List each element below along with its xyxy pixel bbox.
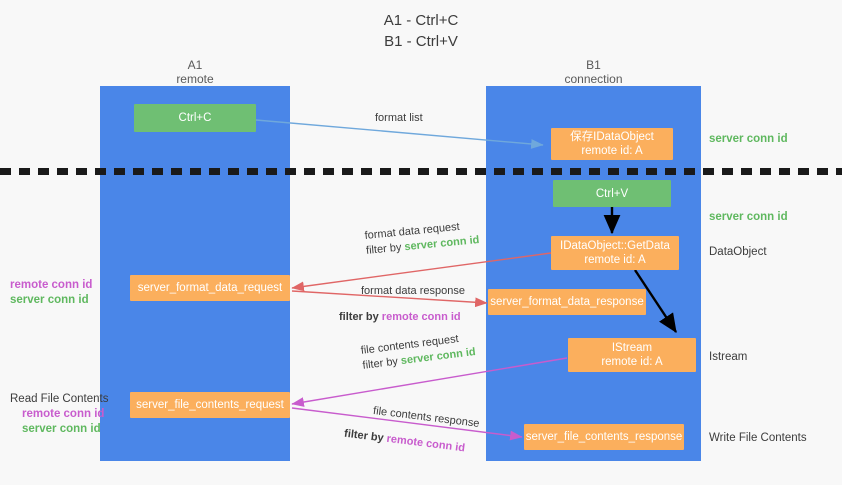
filter-key-remote-conn-id: remote conn id [381,311,461,323]
right-label-server-conn-id-mid: server conn id [709,210,788,225]
label-format-list: format list [375,111,423,126]
label-file-contents-response-text: file contents response [372,404,481,430]
label-file-contents-request: file contents request filter by server c… [360,330,477,374]
left-label-remote-conn-id-2: remote conn id [22,408,105,420]
box-save-idataobject[interactable]: 保存IDataObject remote id: A [551,128,673,160]
box-save-idataobject-line2: remote id: A [581,145,643,157]
title-line-2: B1 - Ctrl+V [384,33,458,50]
label-file-contents-response: file contents response filter by remote … [343,404,481,458]
box-idataobject-getdata[interactable]: IDataObject::GetData remote id: A [551,236,679,270]
box-server-format-data-request-label: server_format_data_request [137,282,283,294]
lane-header-a1: A1 remote [100,58,290,86]
box-getdata-line2: remote id: A [584,254,646,266]
label-file-contents-response-filter: filter by remote conn id [343,427,477,458]
box-istream-line1: IStream [611,342,653,354]
label-format-data-response-filter: filter by remote conn id [339,310,465,325]
box-istream[interactable]: IStream remote id: A [568,338,696,372]
right-label-istream-text: Istream [709,351,748,363]
right-label-server-conn-id-top: server conn id [709,132,788,147]
box-istream-line2: remote id: A [601,356,663,368]
right-label-write-file-contents-text: Write File Contents [709,432,807,444]
label-format-list-text: format list [375,112,423,124]
right-label-dataobject-text: DataObject [709,246,767,258]
right-label-server-conn-id-top-text: server conn id [709,133,788,145]
lane-b1-sub: connection [564,72,623,86]
box-ctrl-c[interactable]: Ctrl+C [134,104,256,132]
box-server-file-contents-response-label: server_file_contents_response [525,431,683,443]
lane-a1-sub: remote [176,72,214,86]
label-format-data-response-text: format data response [361,285,465,297]
left-label-server-conn-id-2: server conn id [22,423,101,435]
filter-prefix: filter by [343,427,388,445]
filter-key-remote-conn-id: remote conn id [385,432,466,455]
lane-header-b1: B1 connection [486,58,701,86]
right-label-dataobject: DataObject [709,245,767,260]
right-label-server-conn-id-mid-text: server conn id [709,211,788,223]
title-line-1: A1 - Ctrl+C [383,12,459,29]
box-ctrl-c-label: Ctrl+C [178,112,212,124]
left-label-remote-conn-id-1: remote conn id [10,279,93,291]
right-label-write-file-contents: Write File Contents [709,431,807,446]
box-server-file-contents-response[interactable]: server_file_contents_response [524,424,684,450]
box-server-format-data-response-label: server_format_data_response [490,296,644,308]
box-server-format-data-response[interactable]: server_format_data_response [488,289,646,315]
label-format-data-request: format data request filter by server con… [364,218,480,259]
right-label-istream: Istream [709,350,747,365]
dashed-separator-line [0,168,842,175]
diagram-title: A1 - Ctrl+C B1 - Ctrl+V [0,10,842,52]
filter-prefix: filter by [339,311,382,323]
filter-prefix: filter by [361,355,402,372]
box-ctrl-v-label: Ctrl+V [595,187,629,200]
left-label-read-file-contents-group: Read File Contents remote conn id server… [10,392,108,437]
box-server-format-data-request[interactable]: server_format_data_request [130,275,290,301]
label-format-data-response: format data response filter by remote co… [339,284,465,325]
box-ctrl-v[interactable]: Ctrl+V [553,180,671,207]
left-label-server-conn-id-1: server conn id [10,294,89,306]
left-label-read-file-contents: Read File Contents [10,393,109,405]
box-server-file-contents-request-label: server_file_contents_request [136,399,284,411]
lane-a1-name: A1 [187,58,203,72]
box-server-file-contents-request[interactable]: server_file_contents_request [130,392,290,418]
lane-b1-name: B1 [586,58,601,72]
left-label-conn-ids-1: remote conn id server conn id [10,278,92,308]
box-save-idataobject-line1: 保存IDataObject [570,131,654,143]
box-getdata-line1: IDataObject::GetData [560,240,670,252]
filter-prefix: filter by [365,241,406,257]
